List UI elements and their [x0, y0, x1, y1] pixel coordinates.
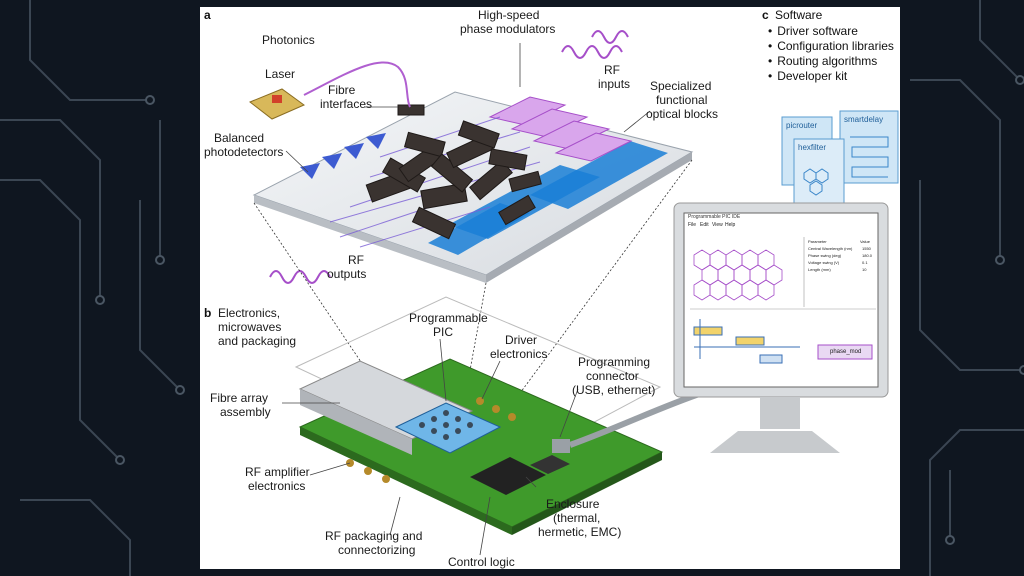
label-connector-1: Programming — [578, 355, 651, 369]
panel-b-label: b — [204, 306, 212, 320]
label-connector-2: connector — [586, 369, 639, 383]
panel-a-label: a — [204, 8, 211, 22]
label-modulators-1: High-speed — [478, 8, 540, 22]
label-pic-1: Programmable — [409, 311, 488, 325]
label-photonics: Photonics — [262, 33, 315, 47]
panel-c-label: c — [762, 8, 769, 22]
label-electronics-1: Electronics, — [218, 306, 281, 320]
software-heading: Software — [775, 8, 823, 22]
label-specialized-1: Specialized — [650, 79, 712, 93]
card-hexfilter: hexfilter — [798, 143, 827, 152]
label-enclosure-3: hermetic, EMC) — [538, 525, 622, 539]
label-fibre-interfaces-1: Fibre — [328, 83, 356, 97]
menu-file[interactable]: File — [688, 222, 697, 228]
figure-illustration — [249, 30, 899, 556]
rf-input-wave — [561, 30, 629, 59]
software-item: Routing algorithms — [768, 54, 894, 69]
label-rf-inputs-1: RF — [604, 63, 620, 77]
label-control-logic: Control logic — [448, 555, 515, 569]
label-fibre-array-2: assembly — [220, 405, 271, 419]
label-enclosure-1: Enclosure — [546, 497, 600, 511]
param-name: Voltage swing (V) — [808, 260, 840, 265]
param-name: Central Wavelength (nm) — [808, 246, 853, 251]
label-photodetectors-2: photodetectors — [204, 145, 284, 159]
chip-cluster — [365, 104, 542, 240]
software-list: Driver software Configuration libraries … — [768, 24, 894, 84]
param-value[interactable]: 0.1 — [862, 260, 868, 265]
rf-output-wave — [269, 270, 331, 284]
param-header-value: Value — [860, 239, 870, 244]
label-rf-amplifier-2: electronics — [248, 479, 306, 493]
label-fibre-array-1: Fibre array — [210, 391, 269, 405]
software-item: Driver software — [768, 24, 894, 39]
label-fibre-interfaces-2: interfaces — [320, 97, 373, 111]
label-specialized-3: optical blocks — [646, 107, 719, 121]
param-header-name: Parameter — [808, 239, 827, 244]
label-rf-inputs-2: inputs — [598, 77, 631, 91]
menu-view[interactable]: View — [712, 222, 723, 228]
param-name: Length (mm) — [808, 267, 831, 272]
card-picrouter: picrouter — [786, 121, 818, 130]
label-specialized-2: functional — [656, 93, 708, 107]
software-item: Developer kit — [768, 69, 894, 84]
param-name: Phase swing (deg) — [808, 253, 842, 258]
figure-panel: a b c Photonics Laser Fibre interfaces B… — [200, 7, 900, 569]
label-driver-1: Driver — [505, 333, 537, 347]
menu-edit[interactable]: Edit — [700, 222, 709, 228]
pic-package — [294, 296, 706, 535]
label-rf-amplifier-1: RF amplifier — [245, 465, 310, 479]
software-item: Configuration libraries — [768, 39, 894, 54]
window-title: Programmable PIC IDE — [688, 214, 741, 220]
label-laser: Laser — [265, 67, 296, 81]
label-driver-2: electronics — [490, 347, 548, 361]
label-rf-packaging-1: RF packaging and — [325, 529, 423, 543]
label-connector-3: (USB, ethernet) — [572, 383, 656, 397]
software-cards — [781, 110, 899, 206]
monitor — [673, 202, 889, 453]
component-label: phase_mod — [830, 349, 862, 355]
label-electronics-3: and packaging — [218, 334, 297, 348]
param-value[interactable]: 180.0 — [862, 253, 873, 258]
label-rf-outputs-2: outputs — [327, 267, 367, 281]
label-modulators-2: phase modulators — [460, 22, 556, 36]
label-rf-outputs-1: RF — [348, 253, 364, 267]
label-photodetectors-1: Balanced — [214, 131, 265, 145]
menu-help[interactable]: Help — [725, 222, 736, 228]
param-value[interactable]: 1550 — [862, 246, 871, 251]
label-electronics-2: microwaves — [218, 320, 282, 334]
label-enclosure-2: (thermal, — [553, 511, 601, 525]
label-rf-packaging-2: connectorizing — [338, 543, 416, 557]
laser-module — [249, 61, 411, 120]
label-pic-2: PIC — [433, 325, 454, 339]
param-value[interactable]: 10 — [862, 267, 867, 272]
card-smartdelay: smartdelay — [844, 115, 884, 124]
